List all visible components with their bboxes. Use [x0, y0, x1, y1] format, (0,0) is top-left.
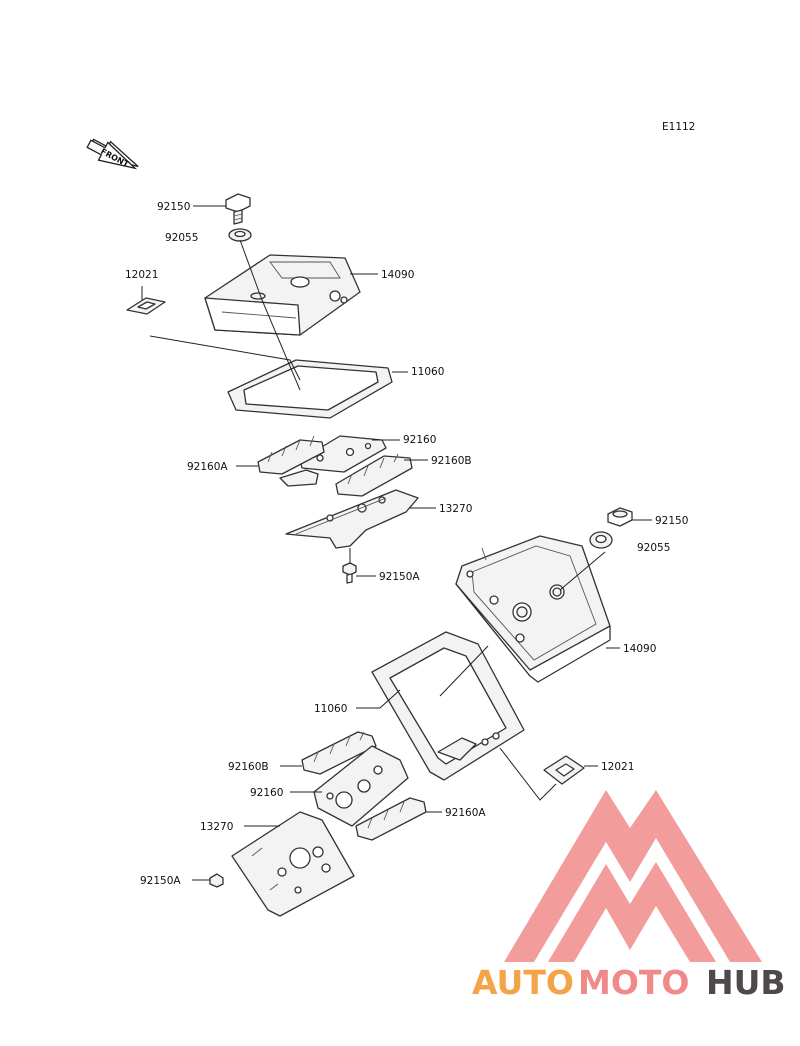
callout-label: 11060 — [314, 703, 347, 715]
diagram-code: E1112 — [662, 121, 695, 133]
head-cover-icon — [455, 535, 611, 683]
callout-label: 92160B — [431, 455, 472, 467]
watermark-moto: MOTO — [578, 963, 689, 1002]
callout-label: 92150A — [379, 571, 420, 583]
callout-label: 14090 — [381, 269, 414, 281]
bolt-icon — [607, 507, 633, 527]
washer-icon — [589, 531, 613, 549]
callout-label: 12021 — [601, 761, 634, 773]
baffle-plate-icon — [299, 435, 387, 473]
callout-label: 12021 — [125, 269, 158, 281]
watermark-text: AUTO MOTO HUB — [472, 963, 786, 1002]
watermark-logo-icon — [504, 790, 762, 962]
cover-gasket-icon — [371, 631, 525, 781]
baffle-block-icon — [335, 453, 413, 497]
head-cover-icon — [204, 254, 361, 336]
callout-label: 92160 — [250, 787, 283, 799]
callout-label: 92160B — [228, 761, 269, 773]
baffle-plate-icon — [313, 745, 409, 827]
watermark-hub: HUB — [706, 963, 786, 1002]
callout-label: 92150 — [157, 201, 190, 213]
callout-label: 92055 — [165, 232, 198, 244]
baffle-block-icon — [257, 435, 325, 487]
callout-label: 92160A — [445, 807, 486, 819]
breather-plate-icon — [285, 489, 419, 549]
baffle-block-icon — [301, 731, 377, 775]
callout-label: 92055 — [637, 542, 670, 554]
front-arrow-icon: FRONT — [86, 138, 139, 169]
callout-label: 13270 — [200, 821, 233, 833]
watermark-auto: AUTO — [472, 963, 574, 1002]
grommet-icon — [543, 755, 585, 785]
callout-label: 92150A — [140, 875, 181, 887]
callout-label: 14090 — [623, 643, 656, 655]
callout-label: 11060 — [411, 366, 444, 378]
callout-label: 92150 — [655, 515, 688, 527]
bolt-icon — [209, 873, 224, 888]
callout-label: 92160 — [403, 434, 436, 446]
cover-gasket-icon — [227, 359, 393, 419]
bolt-icon — [225, 193, 251, 225]
breather-plate-icon — [231, 811, 355, 917]
washer-icon — [228, 228, 252, 242]
bolt-icon — [342, 562, 357, 584]
grommet-icon — [126, 297, 166, 315]
callout-label: 13270 — [439, 503, 472, 515]
callout-label: 92160A — [187, 461, 228, 473]
